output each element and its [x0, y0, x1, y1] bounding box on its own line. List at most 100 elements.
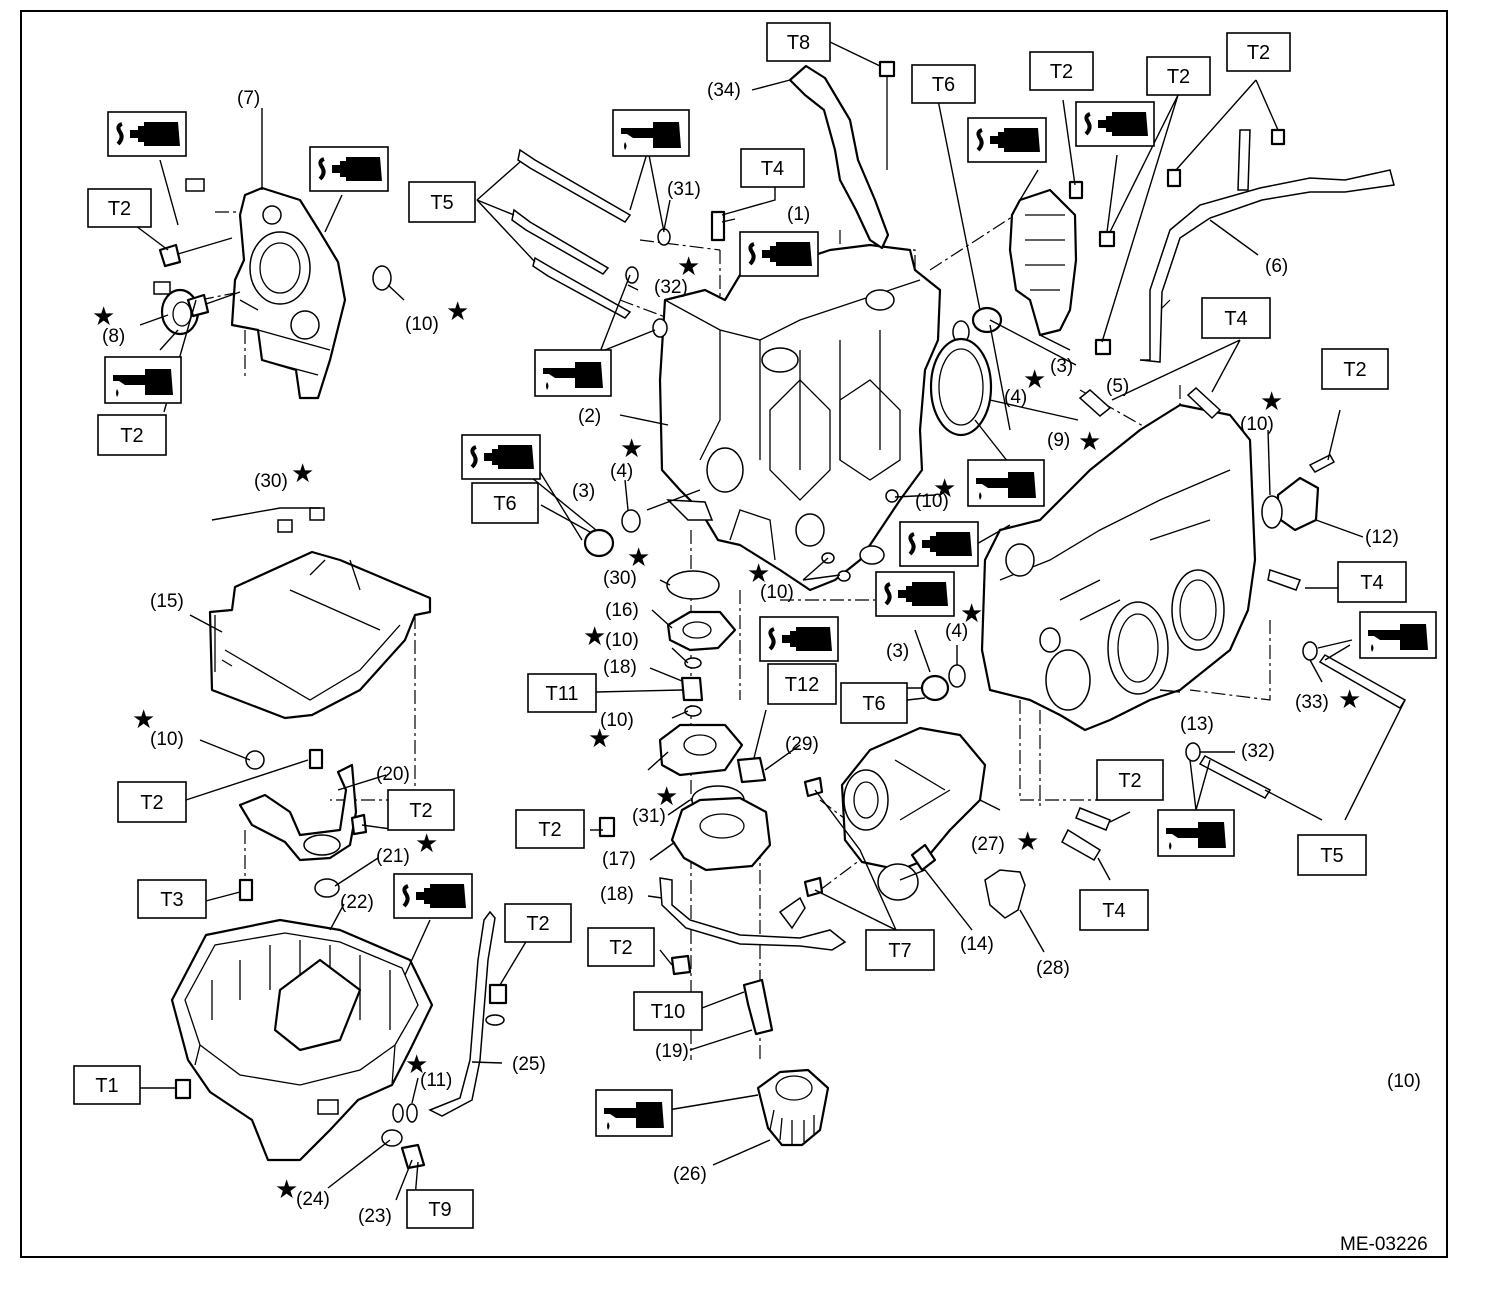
callout-label: (29) — [785, 734, 819, 755]
torque-box: T2 — [87, 188, 152, 228]
callout-label: (17) — [602, 849, 636, 870]
oil-pressure-switch — [710, 210, 726, 242]
svg-text:T8: T8 — [787, 32, 810, 54]
torque-boxes: T8 T6 T2 T2 T2 T4 T5 T2 T2 T4 T2 T6 T4 T… — [73, 22, 1407, 1229]
svg-text:T2: T2 — [1247, 42, 1270, 64]
svg-text:T2: T2 — [1167, 66, 1190, 88]
water-pump — [803, 726, 1026, 919]
callout-label: (7) — [237, 88, 260, 109]
callout-label: (31) — [667, 179, 701, 200]
baffle-plate — [208, 507, 432, 770]
svg-text:★: ★ — [405, 1050, 428, 1080]
svg-text:T7: T7 — [888, 940, 911, 962]
svg-text:★: ★ — [1078, 427, 1101, 457]
torque-box: T2 — [587, 927, 655, 967]
sealant-icon-boxes — [107, 101, 1155, 919]
callout-label: (32) — [654, 277, 688, 298]
torque-box: T2 — [117, 781, 187, 823]
callout-label: (21) — [376, 846, 410, 867]
callout-label: (22) — [340, 892, 374, 913]
diagram-code: ME-03226 — [1340, 1234, 1428, 1255]
oil-pan — [170, 910, 508, 1170]
callout-label: (34) — [707, 80, 741, 101]
callout-label: (27) — [971, 834, 1005, 855]
svg-text:T2: T2 — [120, 425, 143, 447]
water-pump-pipe — [1008, 128, 1395, 363]
sealant-tube-icon — [967, 117, 1047, 163]
callout-label: (10) — [600, 710, 634, 731]
svg-text:T2: T2 — [1118, 770, 1141, 792]
torque-box: T5 — [1297, 834, 1367, 876]
svg-text:T2: T2 — [140, 792, 163, 814]
svg-text:T10: T10 — [651, 1001, 685, 1023]
bracket-33 — [788, 60, 896, 250]
svg-text:★: ★ — [677, 252, 700, 282]
callout-label: (3) — [1050, 356, 1073, 377]
callout-label: (25) — [512, 1054, 546, 1075]
sealant-tube-icon — [393, 873, 473, 919]
callout-label: (28) — [1036, 958, 1070, 979]
torque-box: T4 — [1079, 889, 1149, 931]
svg-text:T4: T4 — [1360, 572, 1383, 594]
oil-pump-assembly — [153, 178, 392, 400]
callout-label: (3) — [572, 481, 595, 502]
sealant-tube-icon — [309, 146, 389, 192]
callout-label: (10) — [1387, 1071, 1421, 1092]
svg-text:T11: T11 — [546, 683, 579, 705]
svg-text:T9: T9 — [428, 1199, 451, 1221]
callout-label: (19) — [655, 1041, 689, 1062]
callout-label: (15) — [150, 591, 184, 612]
callout-label: (23) — [358, 1206, 392, 1227]
torque-box: T2 — [1096, 759, 1164, 801]
svg-text:T6: T6 — [862, 693, 885, 715]
torque-box: T6 — [840, 682, 908, 724]
svg-text:★: ★ — [583, 622, 606, 652]
torque-box: T9 — [406, 1189, 474, 1229]
sealant-tube-icon — [107, 111, 187, 157]
callout-label: (18) — [600, 884, 634, 905]
svg-text:T2: T2 — [609, 937, 632, 959]
svg-text:★: ★ — [415, 829, 438, 859]
svg-text:★: ★ — [588, 724, 611, 754]
callout-label: (1) — [787, 204, 810, 225]
callout-label: (10) — [405, 314, 439, 335]
torque-box: T4 — [1337, 561, 1407, 603]
long-bolts-t5 — [511, 148, 671, 338]
callout-label: (4) — [610, 461, 633, 482]
svg-text:★: ★ — [1023, 365, 1046, 395]
torque-box: T2 — [504, 903, 572, 943]
callout-label: (10) — [915, 491, 949, 512]
sealant-tube-icon — [461, 434, 541, 480]
plugs-and-seals — [583, 306, 1003, 702]
callout-label: (31) — [632, 806, 666, 827]
callout-label: (6) — [1265, 256, 1288, 277]
svg-text:T2: T2 — [108, 198, 131, 220]
torque-box: T5 — [408, 181, 476, 223]
callout-label: (4) — [945, 621, 968, 642]
cylinder-block-lh — [658, 243, 942, 592]
svg-text:T5: T5 — [1320, 845, 1343, 867]
sealant-tube-icon — [1075, 101, 1155, 147]
sealant-tube-icon — [739, 231, 819, 277]
callout-label: (30) — [254, 471, 288, 492]
callout-label: (2) — [578, 406, 601, 427]
svg-text:T4: T4 — [1102, 900, 1125, 922]
callout-label: (4) — [1004, 387, 1027, 408]
svg-text:★: ★ — [1260, 387, 1283, 417]
torque-box: T7 — [865, 929, 935, 971]
replacement-stars: ★ ★ ★ ★ ★ ★ ★ ★ ★ ★ ★ ★ ★ ★ ★ ★ ★ ★ ★ ★ … — [92, 252, 1361, 1205]
oil-can-icon — [595, 1089, 673, 1137]
callout-label: (9) — [1047, 430, 1070, 451]
torque-box: T2 — [1321, 348, 1389, 390]
oil-can-icon — [534, 349, 612, 397]
callout-label: (10) — [605, 630, 639, 651]
svg-text:★: ★ — [933, 474, 956, 504]
svg-text:T2: T2 — [409, 800, 432, 822]
callout-label: (10) — [150, 729, 184, 750]
svg-text:★: ★ — [620, 434, 643, 464]
svg-text:T2: T2 — [526, 913, 549, 935]
cylinder-block-rh — [980, 403, 1320, 732]
svg-text:T4: T4 — [1224, 308, 1247, 330]
svg-text:T2: T2 — [1050, 61, 1073, 83]
callout-label: (18) — [603, 657, 637, 678]
